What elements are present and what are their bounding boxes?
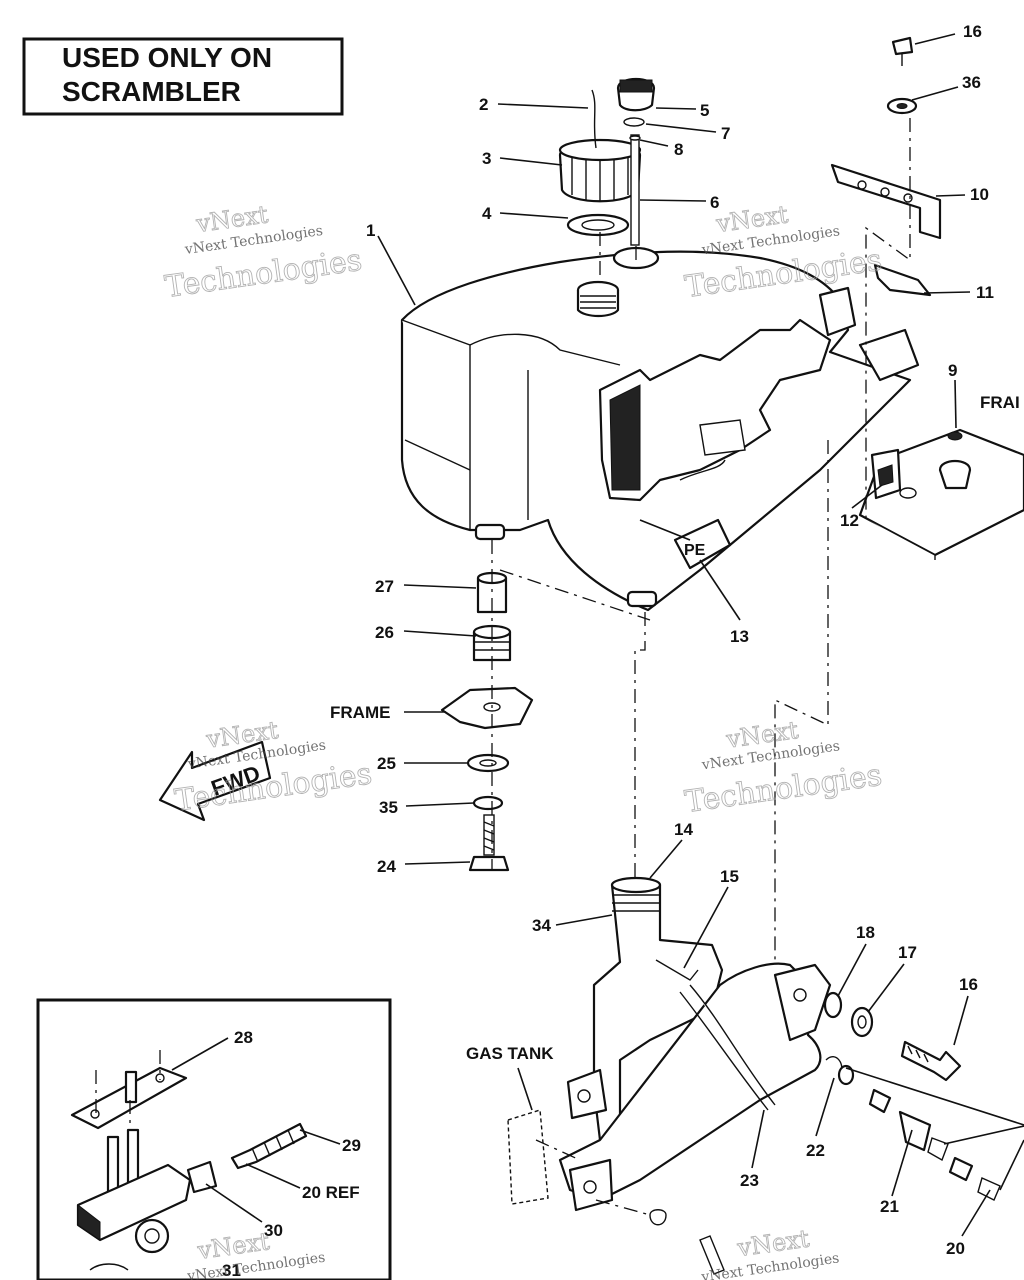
callout-24: 24 [377,857,396,876]
callout-20: 20 [946,1239,965,1258]
callout-23: 23 [740,1171,759,1190]
callout-36: 36 [962,73,981,92]
watermark: vNext Technologies vNext Technologies [682,200,884,306]
callout-18: 18 [856,923,875,942]
mount-stack-left [440,571,534,872]
callout-16-top: 16 [963,22,982,41]
decal-text: PE [684,542,706,559]
callout-13: 13 [730,627,749,646]
callout-22: 22 [806,1141,825,1160]
callout-28: 28 [234,1028,253,1047]
callout-14: 14 [674,820,693,839]
callout-34: 34 [532,916,551,935]
bracket-group [830,36,942,297]
frame-right-label: FRAI [980,393,1020,412]
assembly-lines [95,118,911,1216]
callout-30: 30 [264,1221,283,1240]
callout-21: 21 [880,1197,899,1216]
callout-7: 7 [721,124,730,143]
callout-26: 26 [375,623,394,642]
callout-27: 27 [375,577,394,596]
callout-numbers: 2 3 4 5 6 7 8 1 16 36 10 11 9 FRAI 12 13… [222,22,1020,1280]
callout-6: 6 [710,193,719,212]
callout-12: 12 [840,511,859,530]
callout-leaders [171,33,991,1237]
frame-left-label: FRAME [330,703,390,722]
ref-20-label: 20 REF [302,1183,360,1202]
notice-line-2: SCRAMBLER [62,76,241,107]
callout-4: 4 [482,204,492,223]
callout-5: 5 [700,101,709,120]
callout-10: 10 [970,185,989,204]
callout-8: 8 [674,140,683,159]
callout-29: 29 [342,1136,361,1155]
watermark: vNext Technologies vNext Technologies [682,715,884,820]
notice-box: USED ONLY ON SCRAMBLER [22,37,344,116]
gas-tank-label: GAS TANK [466,1044,554,1063]
callout-3: 3 [482,149,491,168]
valve-fittings [507,1064,1024,1275]
inset-detail [36,998,392,1280]
callout-25: 25 [377,754,396,773]
watermark: vNext vNext Technologies [699,1224,840,1280]
callout-16-lower: 16 [959,975,978,994]
notice-line-1: USED ONLY ON [62,42,272,73]
callout-1: 1 [366,221,375,240]
frame-bracket-right [858,428,1024,560]
callout-35: 35 [379,798,398,817]
callout-15: 15 [720,867,739,886]
pivot-bolt-group [823,991,962,1082]
callout-11: 11 [976,283,994,302]
callout-2: 2 [479,95,488,114]
fuel-tank-main: PE [400,246,920,612]
callout-17: 17 [898,943,917,962]
reservoir-tank [558,876,843,1212]
filler-cap-group [558,77,656,246]
callout-9: 9 [948,361,957,380]
callout-31: 31 [222,1261,241,1280]
watermark: vNext Technologies vNext Technologies [162,200,364,306]
